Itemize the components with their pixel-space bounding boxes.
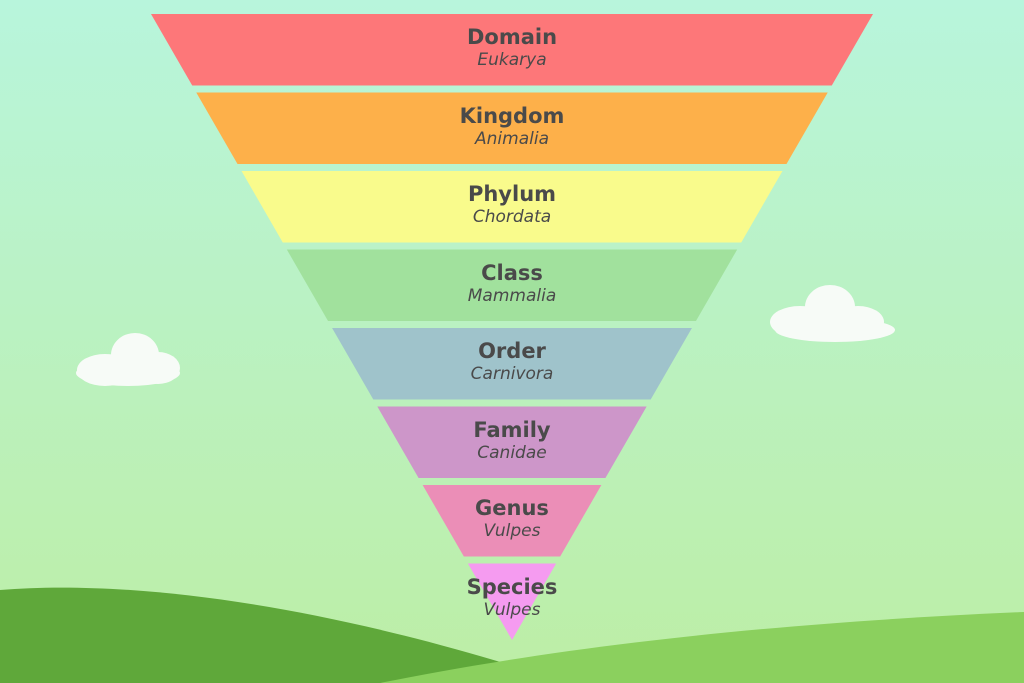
hill-right	[380, 612, 1024, 683]
rank-value: Animalia	[475, 128, 549, 149]
rank-band-species	[467, 563, 557, 640]
rank-band-domain	[151, 14, 873, 86]
rank-band-family	[377, 406, 647, 478]
classification-funnel	[151, 14, 873, 640]
rank-band-kingdom	[196, 92, 828, 164]
rank-name: Species	[466, 574, 558, 599]
rank-value: Carnivora	[470, 364, 554, 384]
rank-band-phylum	[241, 171, 783, 243]
cloud-left	[76, 333, 180, 386]
rank-name: Genus	[475, 496, 549, 520]
rank-value: Canidae	[477, 442, 547, 463]
hill-left	[0, 587, 520, 683]
rank-value: Vulpes	[483, 599, 541, 620]
rank-name: Family	[473, 417, 551, 442]
rank-name: Class	[481, 260, 543, 285]
rank-band-order	[332, 328, 692, 400]
rank-value: Chordata	[472, 207, 552, 227]
rank-value: Eukarya	[477, 50, 547, 70]
rank-band-class	[286, 249, 738, 321]
rank-name: Phylum	[467, 182, 557, 206]
rank-name: Order	[478, 339, 546, 363]
rank-band-genus	[422, 485, 602, 557]
cloud-right	[770, 285, 895, 342]
rank-name: Domain	[466, 25, 558, 49]
rank-value: Vulpes	[483, 521, 541, 541]
rank-name: Kingdom	[459, 103, 565, 128]
rank-value: Mammalia	[467, 285, 557, 306]
